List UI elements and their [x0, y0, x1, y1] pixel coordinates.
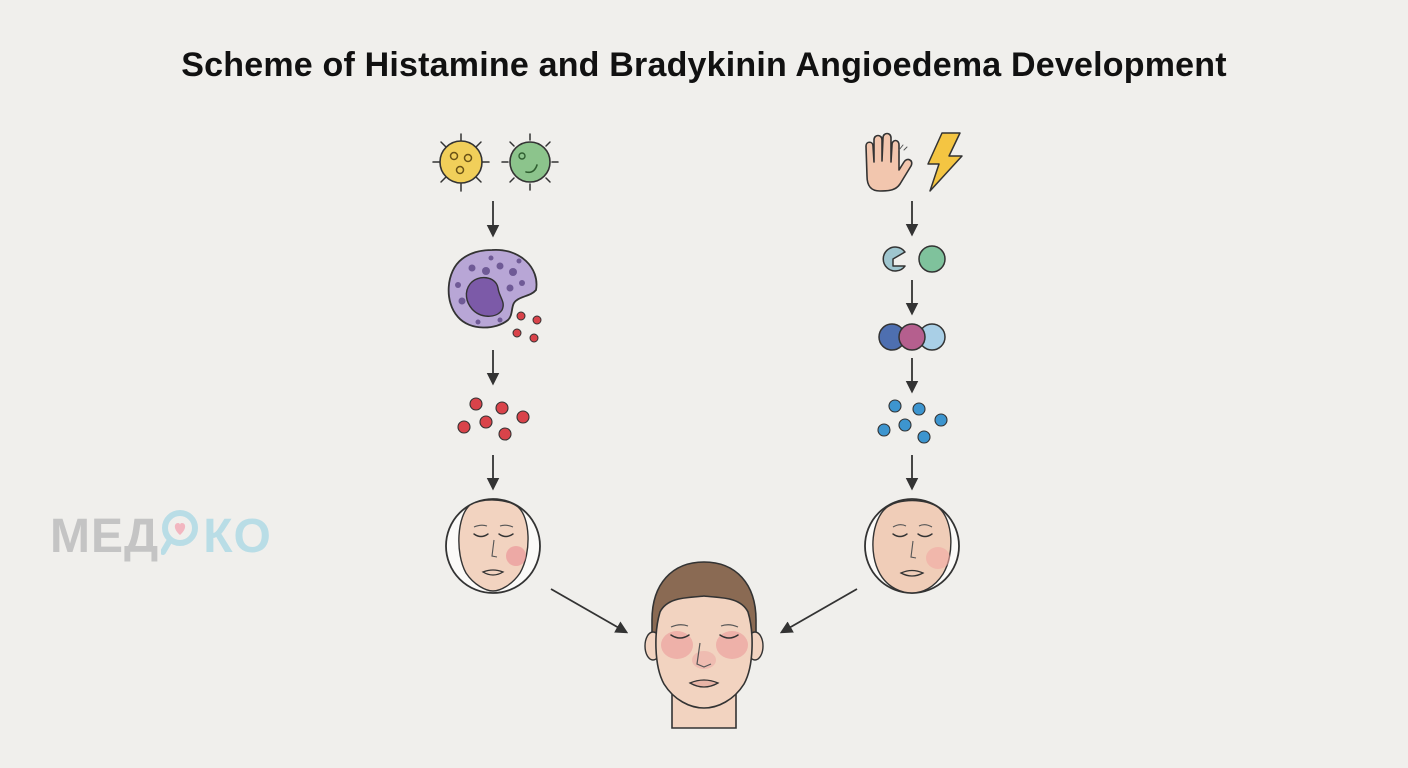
hand-trauma-icon — [865, 132, 913, 192]
kinin-complex-icon — [878, 323, 946, 351]
arrow-to-patient-right — [779, 588, 858, 634]
watermark-text-right: КО — [203, 510, 272, 563]
enzyme-pair-icon — [882, 245, 946, 273]
histamine-face-icon — [445, 498, 541, 594]
bradykinin-particles-icon — [877, 399, 948, 444]
histamine-particles-icon — [457, 397, 530, 441]
arrow-to-patient-left — [550, 588, 629, 634]
mast-cell-icon — [447, 249, 542, 343]
converging-arrows — [550, 588, 858, 634]
angioedema-patient-icon — [644, 561, 764, 729]
microbe-icon — [501, 133, 559, 191]
bradykinin-face-icon — [864, 498, 960, 594]
magnifier-heart-icon — [160, 508, 201, 555]
allergen-icon — [432, 133, 490, 192]
page-title: Scheme of Histamine and Bradykinin Angio… — [181, 46, 1227, 84]
watermark-text-left: МЕД — [50, 510, 160, 563]
medoko-watermark: МЕД КО — [50, 508, 272, 564]
lightning-icon — [927, 132, 963, 192]
